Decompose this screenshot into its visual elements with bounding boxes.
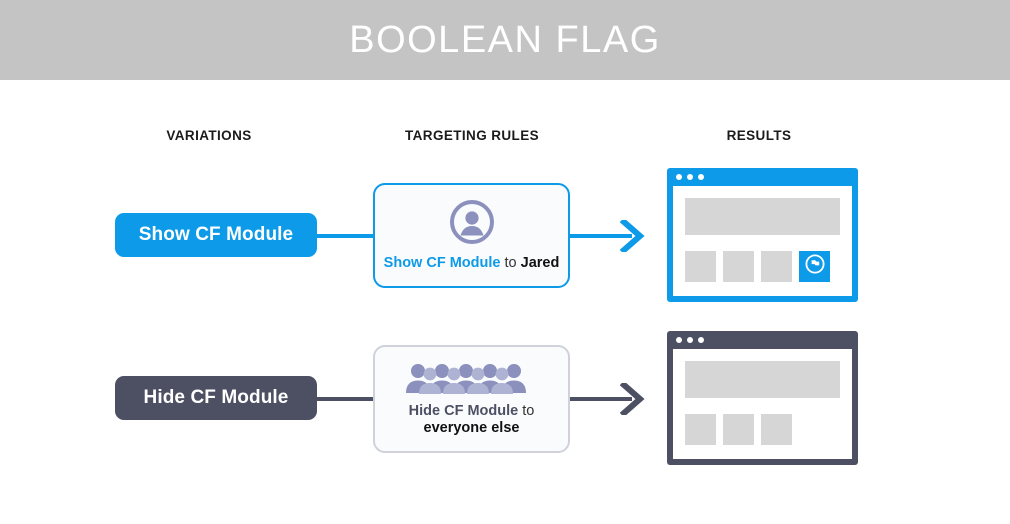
page-title: BOOLEAN FLAG [349,18,661,61]
browser-content-row-1 [673,186,852,296]
column-header-targeting-rules: TARGETING RULES [405,128,539,143]
window-dot-icon [687,337,693,343]
content-tile-placeholder [761,251,792,282]
content-tile-group-row-2 [685,414,840,445]
rule-flag-name: Show CF Module [383,255,501,271]
content-tile-placeholder [723,414,754,445]
variation-pill-hide-cf-module[interactable]: Hide CF Module [115,376,317,420]
rule-target-audience: Jared [520,255,560,271]
browser-titlebar-row-2 [667,331,858,349]
result-browser-window-row-1 [667,168,858,302]
column-header-variations: VARIATIONS [166,128,252,143]
targeting-rule-text-row-1: Show CF Module to Jared [384,255,560,272]
connector-line-row-2 [317,397,375,401]
window-dot-icon [698,174,704,180]
window-dot-icon [676,337,682,343]
targeting-rule-text-row-2: Hide CF Module to everyone else [409,403,535,437]
connector-line-row-1 [317,234,375,238]
variation-pill-label: Hide CF Module [143,387,289,408]
arrow-right-icon-row-2 [570,380,648,418]
window-dot-icon [676,174,682,180]
content-tile-placeholder [761,414,792,445]
arrow-right-icon-row-1 [570,217,648,255]
browser-content-row-2 [673,349,852,459]
rule-connector-word: to [500,255,521,271]
content-tile-cf-module[interactable] [799,251,830,282]
content-tile-group-row-1 [685,251,840,282]
page-header: BOOLEAN FLAG [0,0,1010,80]
window-dot-icon [698,337,704,343]
flag-circle-icon [804,253,826,280]
targeting-rule-card-row-1[interactable]: Show CF Module to Jared [373,183,570,288]
column-headers: VARIATIONS TARGETING RULES RESULTS [0,128,1010,148]
column-header-results: RESULTS [726,128,792,143]
content-tile-placeholder [685,251,716,282]
browser-titlebar-row-1 [667,168,858,186]
crowd-people-icon [404,362,540,394]
content-tile-placeholder [685,414,716,445]
content-hero-placeholder [685,361,840,398]
content-hero-placeholder [685,198,840,235]
variation-pill-show-cf-module[interactable]: Show CF Module [115,213,317,257]
targeting-rule-card-row-2[interactable]: Hide CF Module to everyone else [373,345,570,453]
variation-pill-label: Show CF Module [138,224,294,245]
rule-target-audience: everyone else [423,419,520,436]
flag-rule-row-1: Show CF Module Show CF Module to Jared [0,150,1010,320]
content-tile-placeholder [723,251,754,282]
window-dot-icon [687,174,693,180]
rule-flag-name: Hide CF Module [408,402,519,419]
result-browser-window-row-2 [667,331,858,465]
single-user-icon [449,199,495,245]
flag-rule-row-2: Hide CF Module [0,313,1010,483]
rule-connector-word: to [518,402,535,419]
